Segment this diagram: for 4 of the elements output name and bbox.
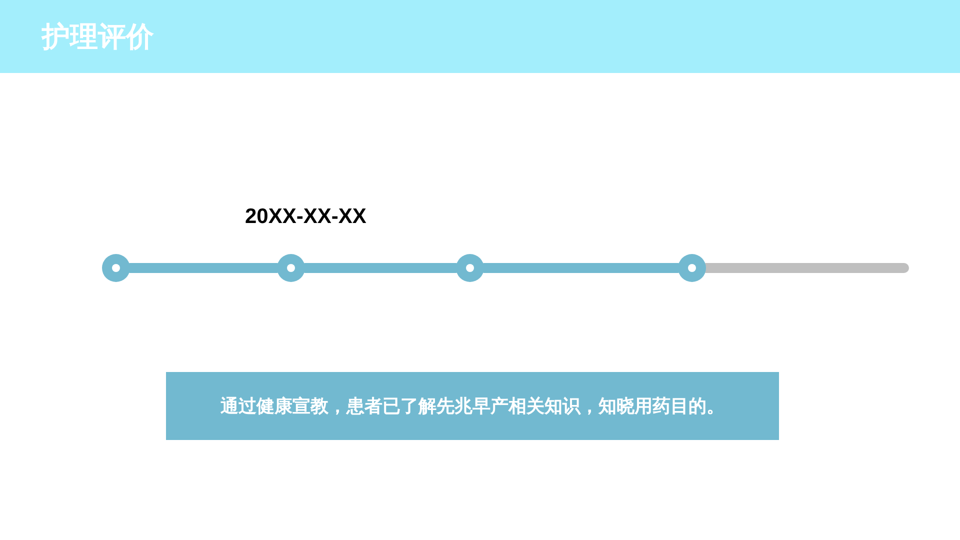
date-label: 20XX-XX-XX bbox=[245, 205, 366, 229]
text-panel bbox=[166, 372, 779, 440]
slide-title: 护理评价 bbox=[42, 19, 154, 55]
panel-text: 通过健康宣教，患者已了解先兆早产相关知识，知晓用药目的。 bbox=[220, 395, 724, 418]
